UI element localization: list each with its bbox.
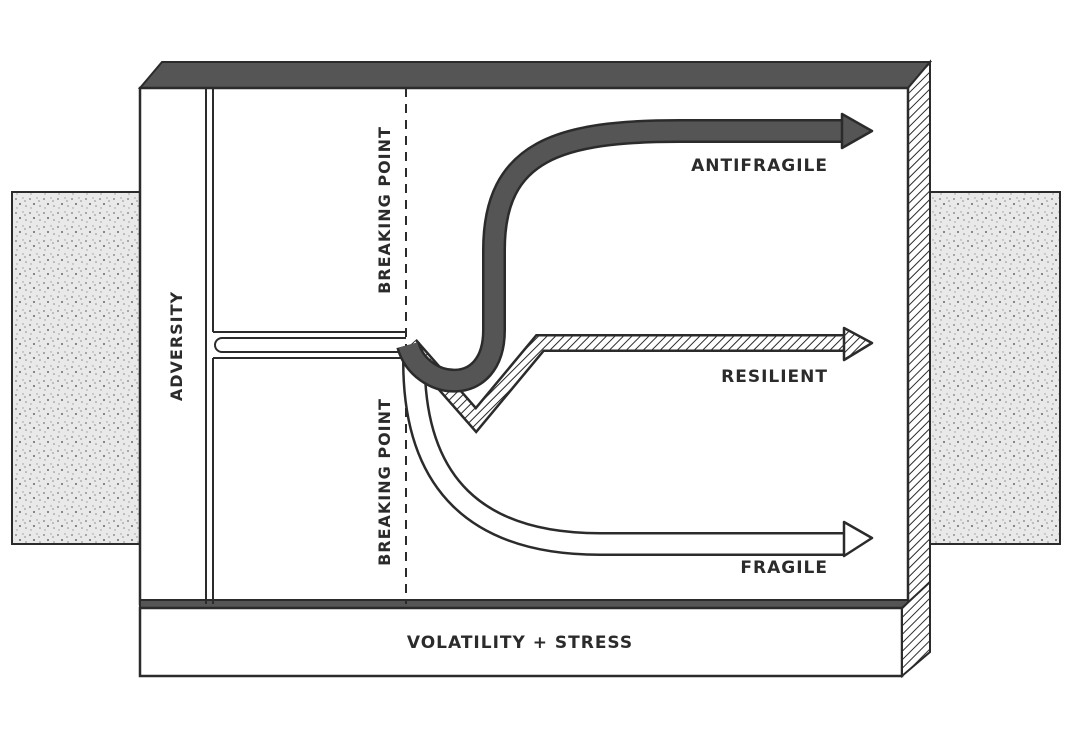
resilient-arrowhead — [842, 326, 874, 362]
fragile-label: FRAGILE — [740, 558, 828, 578]
fragile-curve-inner — [404, 361, 846, 554]
board-right-edge — [907, 59, 931, 607]
x-axis-bar — [138, 606, 904, 678]
antifragile-arrowhead — [840, 112, 874, 150]
x-axis-label: VOLATILITY + STRESS — [407, 633, 633, 653]
adversity-label: ADVERSITY — [167, 291, 186, 401]
left-speckle-block — [11, 191, 141, 545]
antifragile-label: ANTIFRAGILE — [691, 156, 828, 176]
board-top-edge — [137, 61, 933, 89]
x-axis-bar-side — [901, 579, 931, 679]
antifragile-path-inner — [398, 121, 846, 391]
fragile-arrowhead — [842, 520, 874, 558]
resilient-label: RESILIENT — [721, 367, 828, 387]
adversity-input-channel — [213, 331, 406, 359]
breaking-point-label-bottom: BREAKING POINT — [375, 398, 394, 566]
breaking-point-label-top: BREAKING POINT — [375, 126, 394, 294]
right-speckle-block — [929, 191, 1061, 545]
